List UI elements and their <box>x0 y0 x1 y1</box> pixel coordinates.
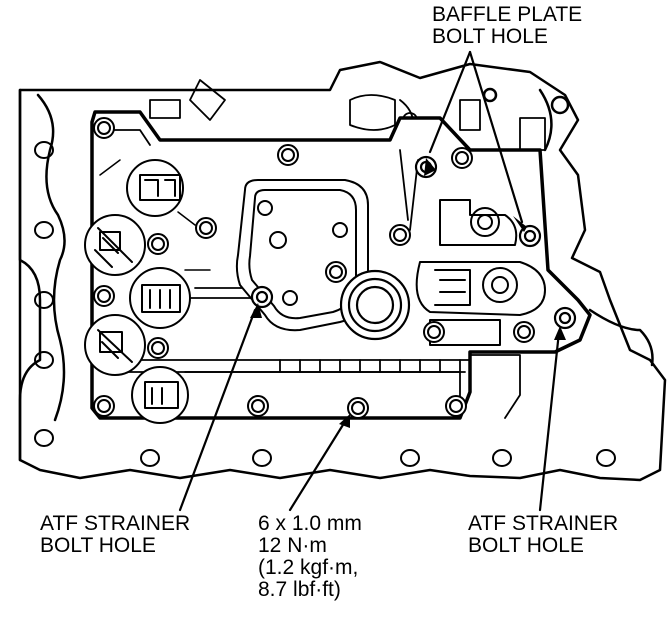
atf-strainer-bolt-hole-right <box>553 306 577 330</box>
atf-strainer-bolt-hole-left <box>250 285 274 309</box>
solenoid-3 <box>129 267 191 329</box>
strainer-right-line2: BOLT HOLE <box>468 534 584 557</box>
arrowheads <box>250 158 566 428</box>
atf-strainer-bolt-hole-label-left: ATF STRAINER BOLT HOLE <box>40 513 190 557</box>
callout-bolt-holes <box>250 155 577 330</box>
solenoid-2 <box>84 214 146 276</box>
solenoid-1 <box>126 159 184 217</box>
torque-lbfft: 8.7 lbf·ft) <box>258 578 341 601</box>
atf-strainer-bolt-hole-label-right: ATF STRAINER BOLT HOLE <box>468 513 618 557</box>
strainer-left-line2: BOLT HOLE <box>40 534 156 557</box>
baffle-label-line2: BOLT HOLE <box>432 25 548 48</box>
baffle-plate-bolt-hole-label: BAFFLE PLATE BOLT HOLE <box>432 4 582 48</box>
atf-port <box>339 269 411 341</box>
torque-nm: 12 N·m <box>258 534 327 557</box>
bolt-torque-spec-label: 6 x 1.0 mm 12 N·m (1.2 kgf·m, 8.7 lbf·ft… <box>258 513 362 601</box>
leader-lines <box>178 50 561 512</box>
baffle-label-line1: BAFFLE PLATE <box>432 3 583 26</box>
torque-kgfm: (1.2 kgf·m, <box>258 556 359 579</box>
solenoid-4 <box>84 314 146 376</box>
bolt-size: 6 x 1.0 mm <box>258 512 362 535</box>
solenoid-5 <box>131 366 189 424</box>
right-solenoid-block <box>415 199 546 346</box>
strainer-right-line1: ATF STRAINER <box>468 512 619 535</box>
strainer-left-line1: ATF STRAINER <box>40 512 191 535</box>
valve-body-bolts <box>93 117 535 419</box>
baffle-plate-bolt-hole-2 <box>518 224 542 248</box>
case-flange-holes <box>34 141 616 467</box>
left-solenoids <box>84 159 211 424</box>
